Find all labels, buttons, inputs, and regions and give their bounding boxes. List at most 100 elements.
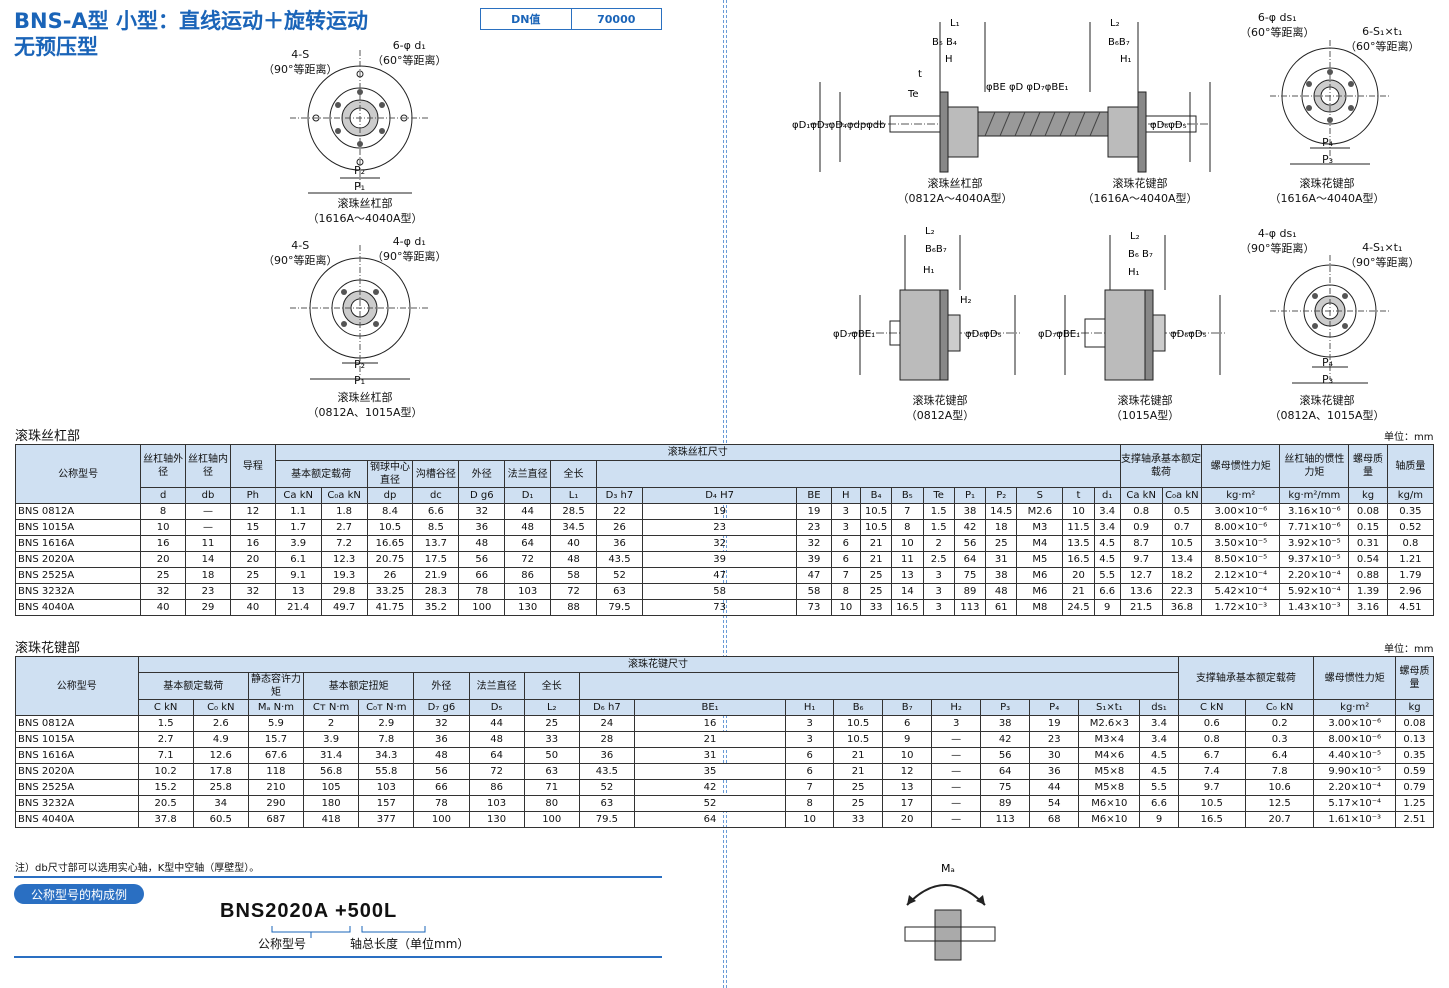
spline-value-cell: 0.08 <box>1395 715 1434 732</box>
spline-value-cell: 16.5 <box>1177 811 1246 828</box>
sth-static: 静态容许力矩 <box>247 672 305 700</box>
screw-value-cell: 32 <box>458 503 506 520</box>
svg-text:H₂: H₂ <box>960 295 972 306</box>
cs-caption-screw: 滚珠丝杠部（0812A～4040A型） <box>897 177 1013 205</box>
spline-value-cell: 15.2 <box>137 779 194 796</box>
screw-value-cell: 8 <box>140 503 187 520</box>
screw-value-cell: 7 <box>830 567 861 584</box>
screw-value-cell: 16 <box>229 535 276 552</box>
screw-value-cell: 11.5 <box>1062 519 1095 536</box>
svg-text:L₂: L₂ <box>925 226 935 237</box>
screw-value-cell: M8 <box>1016 599 1064 616</box>
spline-section-title: 滚珠花键部 <box>15 641 81 656</box>
spline-value-cell: 2.20×10⁻⁴ <box>1313 779 1397 796</box>
sth-rated: 基本额定载荷 <box>137 672 249 700</box>
spline-value-cell: 6 <box>785 747 835 764</box>
screw-value-cell: 10.5 <box>366 519 414 536</box>
screw-value-cell: 20 <box>229 551 276 568</box>
spline-value-cell: 10.6 <box>1244 779 1315 796</box>
screw-value-cell: 25 <box>229 567 276 584</box>
screw-value-cell: 22 <box>596 503 643 520</box>
spline-value-cell: 9 <box>882 731 933 748</box>
screw-value-cell: 38 <box>985 567 1018 584</box>
screw-value-cell: 21 <box>859 551 893 568</box>
screw-value-cell: 10 <box>830 599 861 616</box>
screw-subheader-cell: S <box>1016 487 1064 504</box>
screw-value-cell: 3 <box>830 519 861 536</box>
spline-value-cell: — <box>931 795 982 812</box>
screw-subheader-cell: D₄ H7 <box>641 487 798 504</box>
spline-value-cell: M2.6×3 <box>1078 715 1141 732</box>
spline-value-cell: 12.5 <box>1244 795 1315 812</box>
spline-value-cell: 20 <box>882 811 933 828</box>
th-outer: 外径 <box>458 460 506 488</box>
spline-value-cell: 9 <box>1139 811 1179 828</box>
spline-subheader-cell: B₆ <box>833 699 884 716</box>
spline-value-cell: 10 <box>785 811 835 828</box>
spline-value-cell: 68 <box>1029 811 1080 828</box>
screw-model-cell: BNS 2525A <box>14 567 142 584</box>
screw-subheader-cell: dc <box>412 487 460 504</box>
screw-value-cell: 8.00×10⁻⁶ <box>1201 519 1281 536</box>
tl-s-label: 4-S（90°等距离） <box>263 48 338 76</box>
screw-section-title: 滚珠丝杠部 <box>15 429 81 444</box>
th-screw-group: 滚珠丝杠尺寸 <box>274 444 1121 461</box>
screw-value-cell: 88 <box>550 599 597 616</box>
screw-value-cell: 19 <box>796 503 832 520</box>
svg-text:t: t <box>918 69 922 80</box>
spline-value-cell: 377 <box>358 811 415 828</box>
spline-value-cell: 180 <box>303 795 360 812</box>
screw-subheader-cell: Ph <box>229 487 276 504</box>
screw-value-cell: 9.1 <box>274 567 322 584</box>
screw-subheader-cell: H <box>830 487 861 504</box>
screw-value-cell: 6 <box>830 551 861 568</box>
screw-value-cell: 10.5 <box>1161 535 1203 552</box>
screw-value-cell: 23 <box>796 519 832 536</box>
screw-value-cell: 89 <box>953 583 987 600</box>
dn-value: 70000 <box>597 12 636 26</box>
screw-value-cell: 0.15 <box>1348 519 1388 536</box>
sth-support: 支撑轴承基本额定载荷 <box>1177 656 1315 700</box>
spline-value-cell: 25 <box>833 795 884 812</box>
screw-value-cell: 1.39 <box>1348 583 1388 600</box>
screw-value-cell: 36 <box>458 519 506 536</box>
screw-value-cell: 58 <box>796 583 832 600</box>
spline-subheader-cell: S₁×t₁ <box>1078 699 1141 716</box>
screw-value-cell: 6.6 <box>412 503 460 520</box>
screw-value-cell: 21.9 <box>412 567 460 584</box>
screw-value-cell: 8 <box>891 519 924 536</box>
rule-top <box>14 876 662 878</box>
screw-value-cell: 13.4 <box>1161 551 1203 568</box>
spline-value-cell: 118 <box>247 763 305 780</box>
spline-subheader-cell: Mₐ N·m <box>247 699 305 716</box>
svg-text:L₂: L₂ <box>1110 18 1120 29</box>
screw-value-cell: 2.7 <box>320 519 368 536</box>
spline-value-cell: M6×10 <box>1078 811 1141 828</box>
screw-model-cell: BNS 2020A <box>14 551 142 568</box>
label-model: 公称型号 <box>258 937 307 951</box>
spline-value-cell: 19 <box>1029 715 1080 732</box>
screw-value-cell: 38 <box>953 503 987 520</box>
spline-value-cell: 48 <box>468 731 525 748</box>
screw-value-cell: 44 <box>504 503 552 520</box>
screw-value-cell: 17.5 <box>412 551 460 568</box>
screw-value-cell: M4 <box>1016 535 1064 552</box>
spline-value-cell: 43.5 <box>578 763 635 780</box>
spline-value-cell: 103 <box>468 795 525 812</box>
th-blank <box>596 460 1121 488</box>
screw-value-cell: M2.6 <box>1016 503 1064 520</box>
spline-value-cell: 10.5 <box>833 715 884 732</box>
screw-value-cell: 0.8 <box>1119 503 1163 520</box>
spline-value-cell: — <box>931 763 982 780</box>
sth-length: 全长 <box>523 672 580 700</box>
screw-value-cell: 13.5 <box>1062 535 1095 552</box>
spline-value-cell: 7.8 <box>1244 763 1315 780</box>
